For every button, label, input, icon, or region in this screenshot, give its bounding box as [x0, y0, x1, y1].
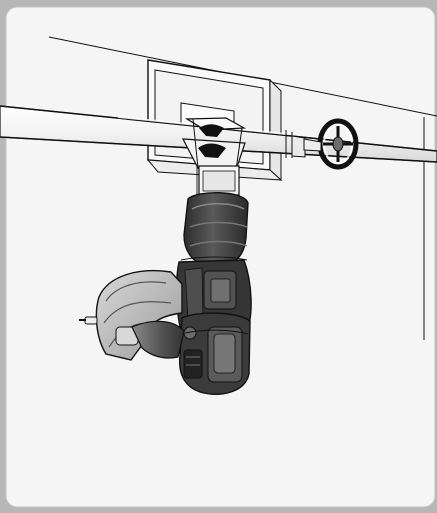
- drill-trigger: [183, 349, 203, 379]
- drill-front-housing: [183, 191, 249, 267]
- valve-wheel: [303, 118, 359, 170]
- cordless-drill: [175, 165, 252, 395]
- battery-pack: [79, 269, 185, 361]
- drill-outline-details: [180, 166, 249, 335]
